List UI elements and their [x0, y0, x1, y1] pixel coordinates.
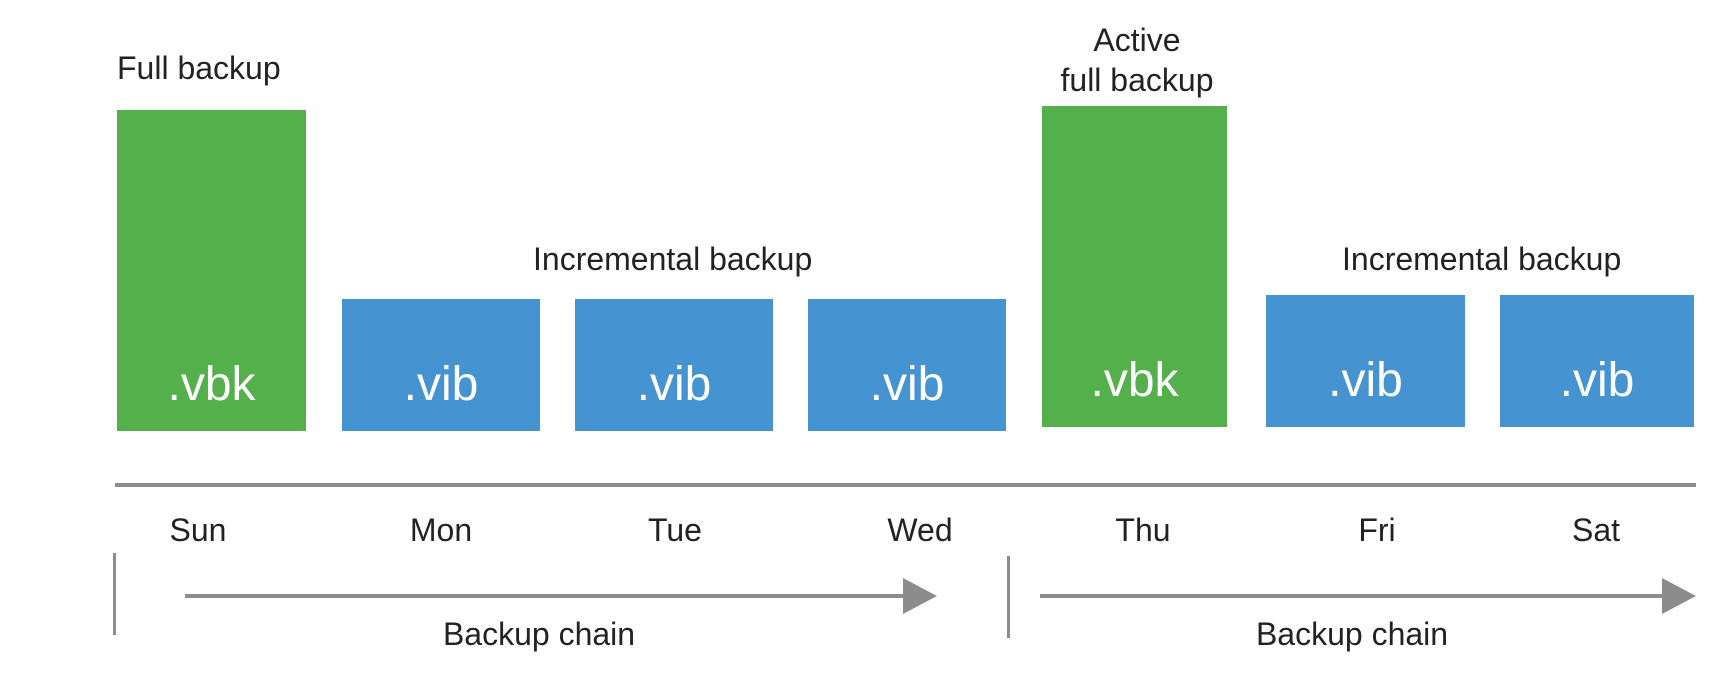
block-sun-extension: .vbk	[167, 358, 256, 411]
chain-1-arrow-icon	[185, 578, 937, 614]
active-full-backup-label-line1: Active	[1093, 22, 1181, 58]
day-label-wed: Wed	[887, 512, 953, 548]
day-label-thu: Thu	[1115, 512, 1171, 548]
block-fri-extension: .vib	[1328, 354, 1403, 407]
block-mon-incremental-backup: .vib	[342, 299, 540, 431]
day-label-tue: Tue	[648, 512, 702, 548]
block-sun-full-backup: .vbk	[117, 110, 306, 431]
block-sat-incremental-backup: .vib	[1500, 295, 1694, 427]
block-tue-incremental-backup: .vib	[575, 299, 773, 431]
block-thu-active-full-backup: .vbk	[1042, 106, 1227, 427]
block-mon-extension: .vib	[403, 358, 479, 411]
active-full-backup-label-line2: full backup	[1060, 62, 1214, 98]
incremental-backup-label-1: Incremental backup	[533, 241, 813, 277]
day-label-sun: Sun	[169, 512, 227, 548]
block-wed-incremental-backup: .vib	[808, 299, 1006, 431]
block-fri-incremental-backup: .vib	[1266, 295, 1465, 427]
day-label-mon: Mon	[409, 512, 473, 548]
timeline-axis	[115, 483, 1696, 487]
day-label-fri: Fri	[1358, 512, 1396, 548]
block-wed-extension: .vib	[869, 358, 945, 411]
chain-1-label: Backup chain	[442, 616, 636, 652]
incremental-backup-label-2: Incremental backup	[1342, 241, 1622, 277]
chain-2-label: Backup chain	[1255, 616, 1449, 652]
block-sat-extension: .vib	[1559, 354, 1635, 407]
chain-1-start-marker	[113, 553, 116, 635]
block-tue-extension: .vib	[636, 358, 712, 411]
block-thu-extension: .vbk	[1090, 354, 1179, 407]
chain-2-start-marker	[1007, 556, 1010, 638]
chain-2-arrow-icon	[1040, 578, 1696, 614]
full-backup-label: Full backup	[117, 50, 281, 86]
day-label-sat: Sat	[1571, 512, 1621, 548]
